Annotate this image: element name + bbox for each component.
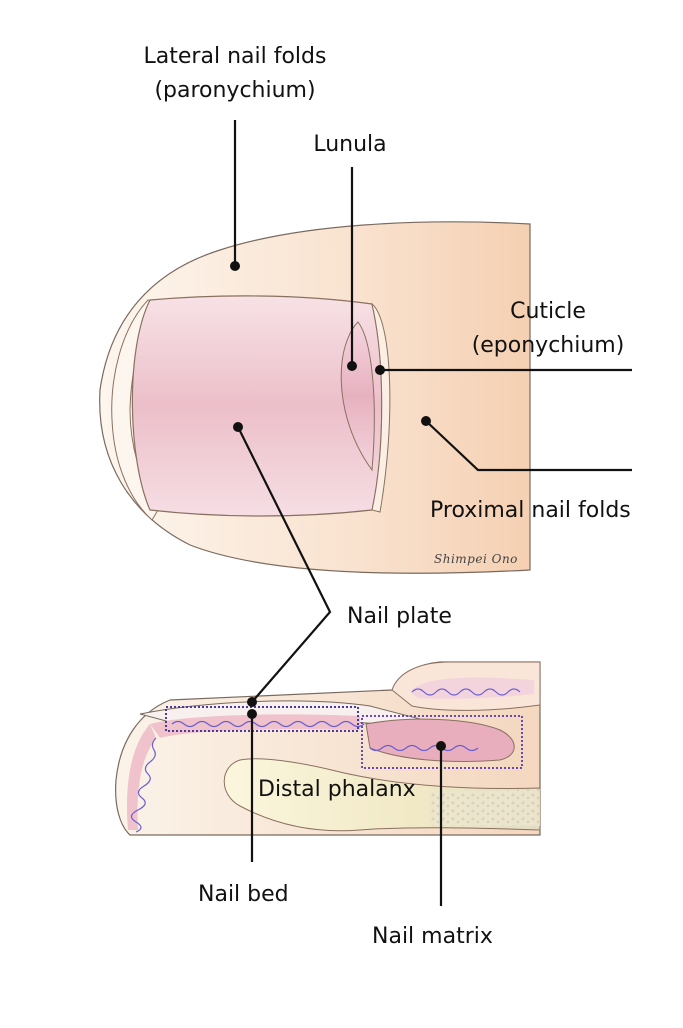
lateral-nail-folds-line1: Lateral nail folds (143, 44, 327, 69)
bone-texture (430, 789, 540, 826)
cuticle-line2: (eponychium) (471, 333, 625, 358)
artist-signature: Shimpei Ono (434, 552, 518, 566)
fingertip-pink (126, 724, 156, 830)
leader-lines (233, 120, 632, 906)
lunula-shape (340, 321, 375, 472)
distal-phalanx-label: Distal phalanx (258, 777, 416, 802)
nail-matrix-wavy (369, 744, 479, 752)
proximal-nail-folds-label: Proximal nail folds (430, 498, 631, 523)
nail-bed-wavy (171, 720, 365, 728)
finger-top-view (99, 221, 531, 574)
lateral-nail-folds-label: Lateral nail folds (paronychium) (132, 40, 338, 108)
finger-side-view (115, 661, 541, 836)
nail-matrix-pink (365, 718, 515, 762)
nail-plate-label: Nail plate (347, 604, 452, 629)
cuticle-label: Cuticle (eponychium) (458, 295, 638, 363)
lateral-nail-folds-line2: (paronychium) (154, 78, 316, 103)
nail-bed-pink (150, 714, 360, 738)
proximal-fold-pink (410, 677, 534, 699)
proximal-wavy-line (411, 688, 521, 696)
fingertip-wavy (130, 737, 157, 833)
nail-bed-label: Nail bed (198, 882, 289, 907)
lunula-label: Lunula (313, 132, 387, 157)
leader-dots (230, 261, 446, 751)
cuticle-line1: Cuticle (510, 299, 586, 324)
nail-matrix-label: Nail matrix (372, 924, 493, 949)
nail-bed-box (165, 706, 359, 732)
